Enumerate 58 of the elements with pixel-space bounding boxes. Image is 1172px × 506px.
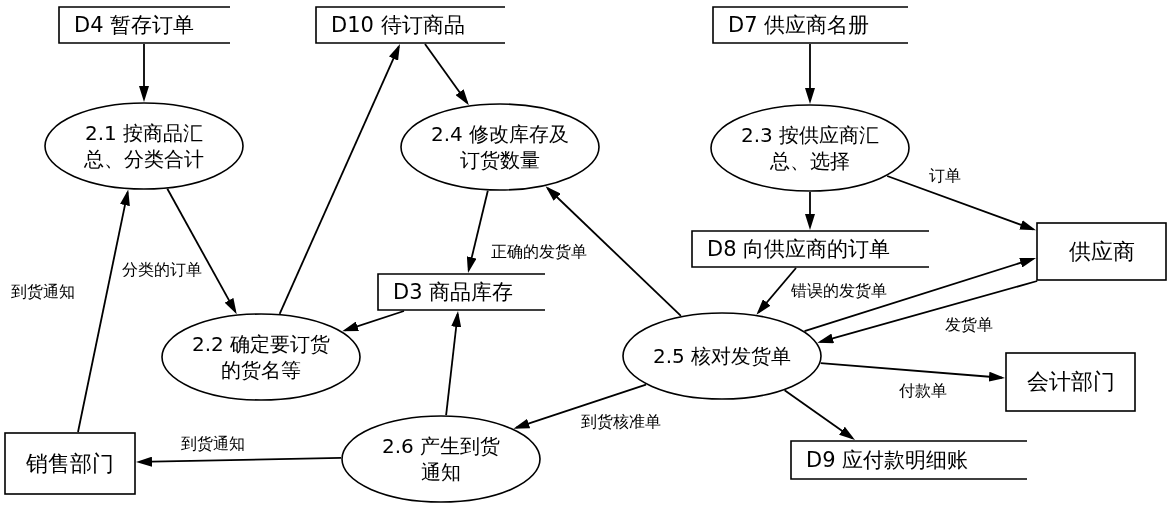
- flow-arrow: [139, 43, 149, 102]
- flow-arrow: [77, 189, 130, 433]
- process-label: 2.6 产生到货通知: [380, 433, 502, 485]
- store-label: D10 待订商品: [331, 12, 465, 38]
- process-bubble: [44, 102, 244, 190]
- flow-arrow: [886, 175, 1036, 231]
- flow-arrow: [803, 257, 1036, 333]
- entity-label: 会计部门: [1026, 369, 1115, 395]
- flow-arrow: [513, 383, 647, 429]
- store-label: D3 商品库存: [393, 279, 514, 305]
- flow-label: 发货单: [944, 315, 994, 334]
- flow-arrow: [756, 267, 797, 315]
- data-store: [790, 440, 1027, 480]
- flow-label: 付款单: [898, 381, 948, 400]
- process-bubble: [400, 103, 600, 191]
- data-store: [315, 6, 505, 44]
- process-bubble: [161, 313, 361, 401]
- data-store: [691, 230, 929, 268]
- flow-arrow: [783, 389, 855, 440]
- data-store: [377, 273, 545, 311]
- process-label: 2.2 确定要订货的货名等: [190, 331, 332, 383]
- entity-label: 供应商: [1068, 238, 1135, 265]
- flow-arrow: [819, 362, 1005, 382]
- flow-label: 正确的发货单: [490, 242, 588, 261]
- data-store: [712, 6, 908, 44]
- flow-arrow: [424, 43, 469, 106]
- process-label: 2.4 修改库存及订货数量: [429, 121, 571, 173]
- process-label: 2.1 按商品汇总、分类合计: [83, 120, 205, 172]
- flow-label: 订单: [928, 166, 962, 185]
- process-label: 2.5 核对发货单: [652, 343, 792, 369]
- external-entity: [4, 432, 136, 495]
- flow-arrow: [805, 43, 815, 104]
- external-entity: [1005, 352, 1136, 412]
- process-bubble: [341, 415, 541, 503]
- flow-label: 到货通知: [180, 434, 246, 453]
- store-label: D9 应付款明细账: [806, 447, 969, 473]
- process-label: 2.3 按供应商汇总、选择: [739, 122, 881, 174]
- flow-label: 分类的订单: [121, 260, 203, 279]
- flow-label: 错误的发货单: [790, 281, 888, 300]
- external-entity: [1036, 222, 1167, 281]
- flow-arrow: [166, 187, 237, 315]
- flow-arrow: [817, 280, 1039, 344]
- store-label: D7 供应商名册: [728, 12, 870, 38]
- store-label: D8 向供应商的订单: [707, 236, 891, 262]
- process-bubble: [710, 104, 910, 192]
- flow-arrow: [278, 44, 400, 315]
- data-store: [58, 6, 230, 44]
- entity-label: 销售部门: [26, 450, 114, 477]
- flow-arrow: [545, 186, 682, 317]
- store-label: D4 暂存订单: [74, 12, 195, 38]
- flow-arrow: [342, 310, 405, 332]
- flow-label: 到货核准单: [580, 412, 662, 431]
- process-bubble: [622, 312, 822, 400]
- flow-label: 到货通知: [10, 282, 76, 301]
- flow-arrow: [805, 191, 815, 230]
- flow-arrow: [466, 189, 489, 273]
- flow-arrow: [136, 456, 342, 467]
- flow-arrow: [445, 311, 462, 416]
